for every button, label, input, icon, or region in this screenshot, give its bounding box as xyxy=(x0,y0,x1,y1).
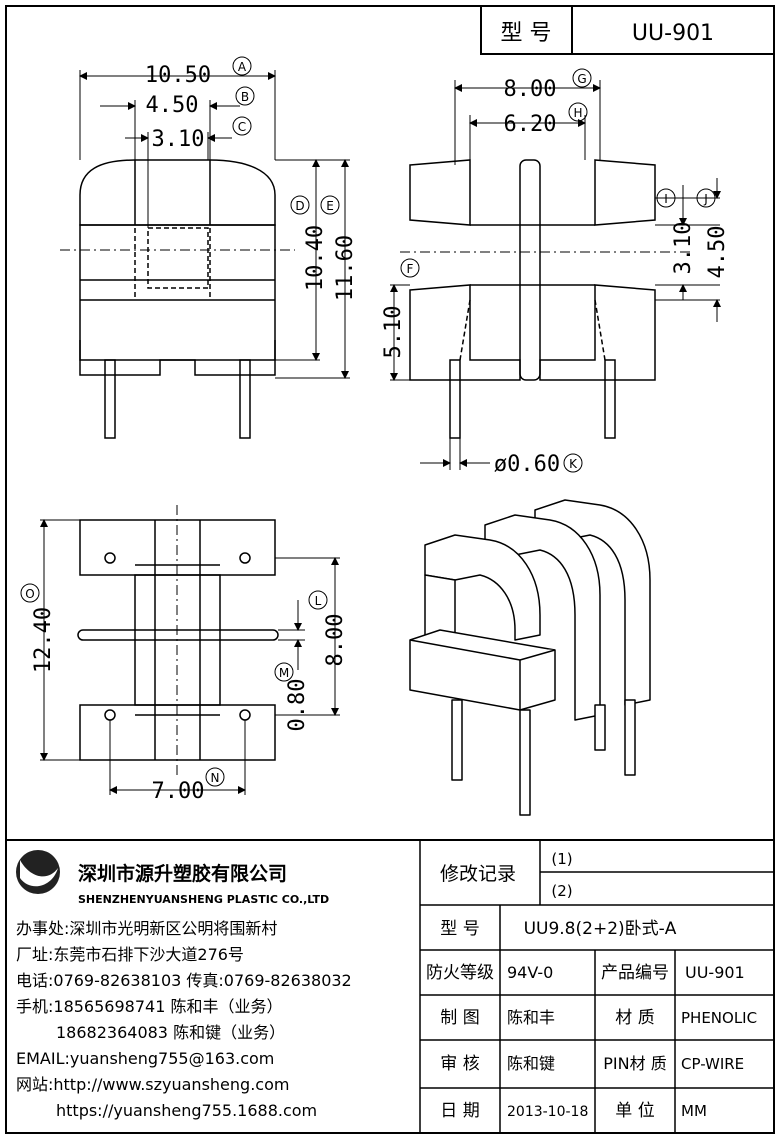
company-line-email: EMAIL:yuansheng755@163.com xyxy=(16,1049,274,1068)
marker-n: N xyxy=(211,771,220,785)
isometric-view xyxy=(409,499,651,816)
company-line-website: 网站:http://www.szyuansheng.com xyxy=(16,1075,289,1094)
date-value: 2013-10-18 xyxy=(507,1104,588,1120)
company-logo xyxy=(16,850,60,894)
marker-a: A xyxy=(238,60,247,74)
dim-k: ø0.60 xyxy=(494,452,560,477)
front-view xyxy=(60,70,350,439)
dim-a: 10.50 xyxy=(145,63,211,88)
dim-e: 11.60 xyxy=(333,235,358,301)
marker-j: J xyxy=(703,192,708,206)
dim-d: 10.40 xyxy=(303,225,328,291)
company-name-en: SHENZHENYUANSHENG PLASTIC CO.,LTD xyxy=(78,893,329,906)
dim-n: 7.00 xyxy=(152,779,205,804)
marker-g: G xyxy=(577,72,586,86)
check-value: 陈和键 xyxy=(507,1054,555,1073)
info-block xyxy=(6,839,774,1133)
dim-i: 3.10 xyxy=(671,222,696,275)
pn-label: 产品编号 xyxy=(601,963,669,983)
material-label: 材 质 xyxy=(615,1008,654,1028)
marker-h: H xyxy=(573,106,582,120)
revision-row-2: (2) xyxy=(551,882,572,900)
date-label: 日 期 xyxy=(440,1101,479,1121)
revision-label: 修改记录 xyxy=(440,863,516,885)
bottom-view xyxy=(40,505,340,795)
dim-o: 12.40 xyxy=(31,607,56,673)
dim-m: 0.80 xyxy=(285,679,310,732)
marker-l: L xyxy=(315,594,322,608)
marker-o: O xyxy=(25,587,34,601)
marker-k: K xyxy=(569,457,578,471)
dim-h: 6.20 xyxy=(504,112,557,137)
company-line-mobile-2: 18682364083 陈和键（业务） xyxy=(56,1023,285,1042)
title-block: 型 号 UU-901 xyxy=(480,5,775,55)
check-label: 审 核 xyxy=(440,1054,479,1074)
dim-c: 3.10 xyxy=(152,127,205,152)
material-value: PHENOLIC xyxy=(681,1009,757,1027)
dim-j: 4.50 xyxy=(705,226,730,279)
unit-label: 单 位 xyxy=(615,1101,654,1121)
company-line-mobile-1: 手机:18565698741 陈和丰（业务） xyxy=(16,997,282,1016)
marker-c: C xyxy=(238,120,246,134)
side-view-labels: 8.00 6.20 3.10 4.50 5.10 ø0.60 G H I J F… xyxy=(381,68,730,477)
company-line-phone: 电话:0769-82638103 传真:0769-82638032 xyxy=(16,971,352,990)
title-label: 型 号 xyxy=(501,21,552,46)
dim-b: 4.50 xyxy=(146,93,199,118)
pin-value: CP-WIRE xyxy=(681,1055,744,1073)
model-value: UU9.8(2+2)卧式-A xyxy=(524,919,677,939)
marker-e: E xyxy=(326,199,334,213)
dim-g: 8.00 xyxy=(504,77,557,102)
company-line-factory: 厂址:东莞市石排下沙大道276号 xyxy=(16,945,244,964)
company-line-website-2: https://yuansheng755.1688.com xyxy=(56,1101,317,1120)
marker-i: I xyxy=(664,192,668,206)
pin-label: PIN材 质 xyxy=(603,1054,666,1073)
pn-value: UU-901 xyxy=(685,963,745,982)
revision-row-1: (1) xyxy=(551,850,572,868)
marker-b: B xyxy=(241,90,249,104)
drawn-label: 制 图 xyxy=(440,1008,479,1028)
company-name-cn: 深圳市源升塑胶有限公司 xyxy=(78,862,287,885)
front-view-labels: 10.50 4.50 3.10 10.40 11.60 A B C D E xyxy=(145,56,358,301)
unit-value: MM xyxy=(681,1102,707,1120)
marker-d: D xyxy=(295,199,304,213)
fire-label: 防火等级 xyxy=(426,963,494,983)
bottom-view-labels: 12.40 8.00 0.80 7.00 O L M N xyxy=(20,583,348,804)
fire-value: 94V-0 xyxy=(507,963,553,982)
company-line-office: 办事处:深圳市光明新区公明将围新村 xyxy=(16,919,277,938)
drawn-value: 陈和丰 xyxy=(507,1008,555,1027)
dim-f: 5.10 xyxy=(381,306,406,359)
side-view xyxy=(390,80,721,470)
dim-l: 8.00 xyxy=(323,614,348,667)
title-value: UU-901 xyxy=(632,21,714,46)
marker-f: F xyxy=(407,262,414,276)
marker-m: M xyxy=(279,666,289,680)
model-label: 型 号 xyxy=(440,919,479,939)
